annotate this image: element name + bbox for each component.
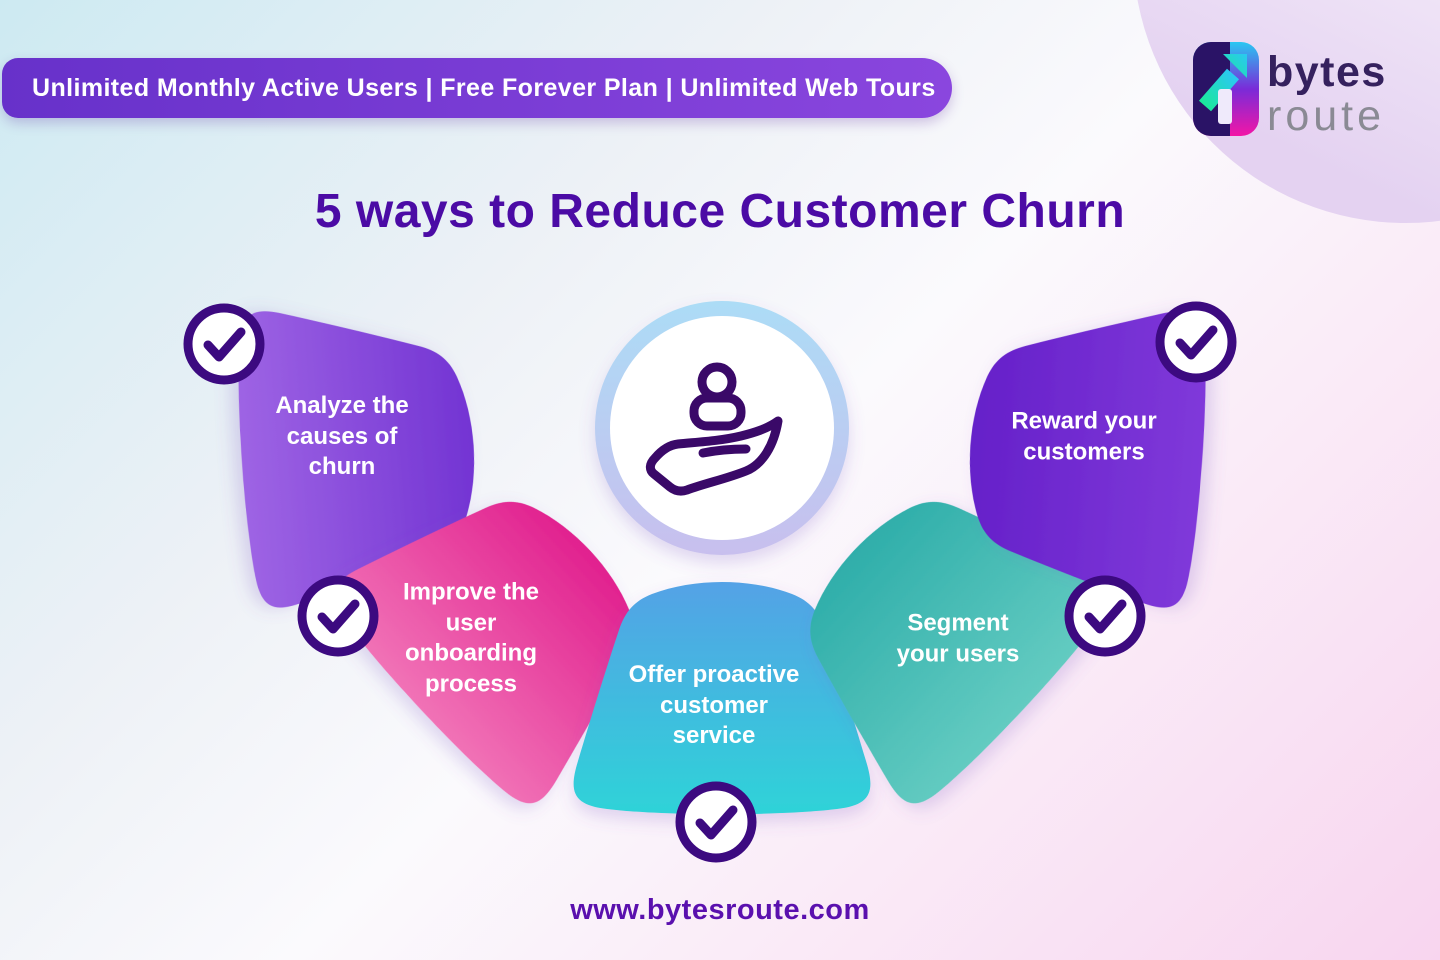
page-title: 5 ways to Reduce Customer Churn [314, 185, 1126, 238]
check-badge-4 [1064, 575, 1146, 657]
check-icon [203, 327, 246, 362]
check-icon [1084, 599, 1127, 634]
step-label-proactive-service: Offer proactive customer service [628, 660, 800, 750]
promo-banner-text: Unlimited Monthly Active Users | Free Fo… [32, 74, 936, 102]
bytesroute-logo-icon [1193, 42, 1259, 136]
center-emblem [595, 301, 849, 555]
logo-word-route: route [1267, 92, 1386, 140]
step-label-improve-onboarding: Improve the user onboarding process [402, 578, 540, 698]
step-label-segment-users: Segment your users [896, 609, 1020, 667]
hand-holding-person-icon [645, 362, 783, 496]
check-badges [183, 301, 1237, 863]
logo-word-bytes: bytes [1267, 48, 1387, 96]
promo-banner: Unlimited Monthly Active Users | Free Fo… [2, 58, 952, 118]
check-icon [1175, 325, 1218, 360]
check-badge-1 [183, 303, 265, 385]
website-url: www.bytesroute.com [570, 894, 870, 926]
step-label-analyze-churn: Analyze the causes of churn [275, 391, 409, 481]
check-icon [695, 805, 738, 840]
step-label-reward-customers: Reward your customers [1011, 407, 1157, 465]
check-icon [317, 599, 360, 634]
check-badge-3 [675, 781, 757, 863]
check-badge-2 [297, 575, 379, 657]
check-badge-5 [1155, 301, 1237, 383]
